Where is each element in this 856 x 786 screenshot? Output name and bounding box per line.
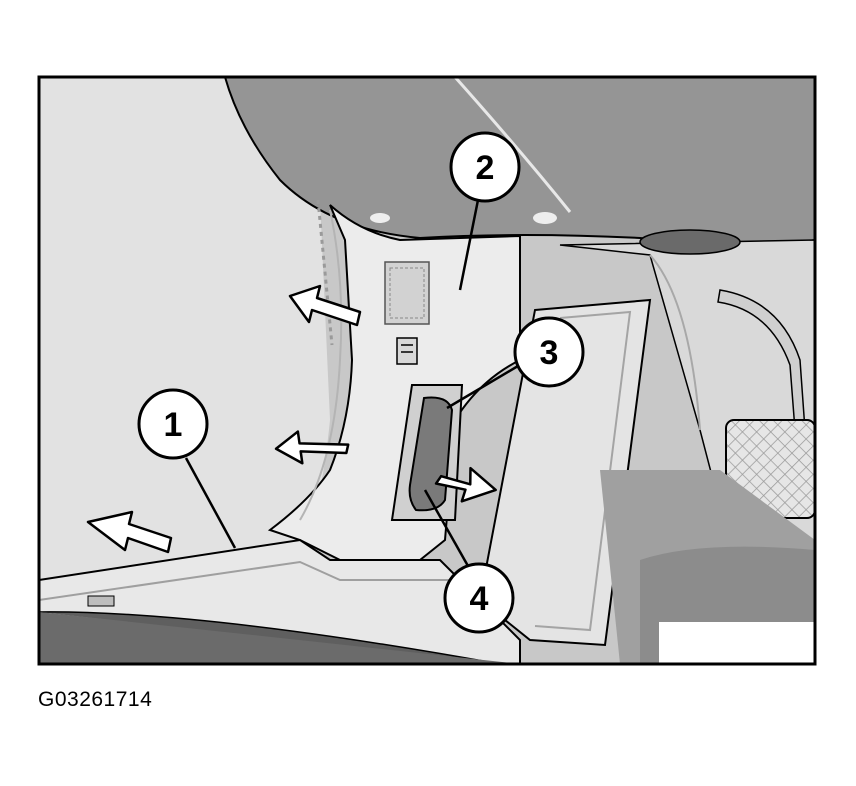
callout-3: 3 bbox=[513, 316, 585, 388]
illustration bbox=[39, 77, 815, 664]
trim-label bbox=[384, 261, 430, 325]
door-sill-trim bbox=[478, 298, 652, 647]
leader-line-4 bbox=[423, 489, 470, 567]
leader-line-3 bbox=[446, 364, 519, 410]
arrow-outward bbox=[434, 466, 497, 503]
removal-arrows bbox=[86, 284, 497, 554]
callout-1: 1 bbox=[137, 388, 209, 460]
label-mask bbox=[659, 622, 815, 664]
interior-wall bbox=[39, 77, 330, 580]
callout-4-label: 4 bbox=[470, 580, 489, 618]
leader-line-2 bbox=[458, 199, 480, 291]
callout-2: 2 bbox=[449, 131, 521, 203]
leader-lines bbox=[184, 199, 519, 567]
leader-line-1 bbox=[184, 457, 237, 549]
arrow-up-left-lower bbox=[274, 430, 350, 465]
callout-3-label: 3 bbox=[540, 334, 559, 372]
callout-4: 4 bbox=[443, 562, 515, 634]
callout-2-label: 2 bbox=[476, 149, 495, 187]
a-pillar-trim bbox=[267, 204, 521, 561]
callout-1-label: 1 bbox=[164, 406, 183, 444]
figure-frame bbox=[37, 75, 817, 666]
trim-clip bbox=[396, 337, 418, 365]
figure-id-caption: G03261714 bbox=[38, 688, 153, 711]
arrow-up-left-upper bbox=[288, 284, 362, 327]
arrow-up-left-sill bbox=[86, 510, 173, 554]
